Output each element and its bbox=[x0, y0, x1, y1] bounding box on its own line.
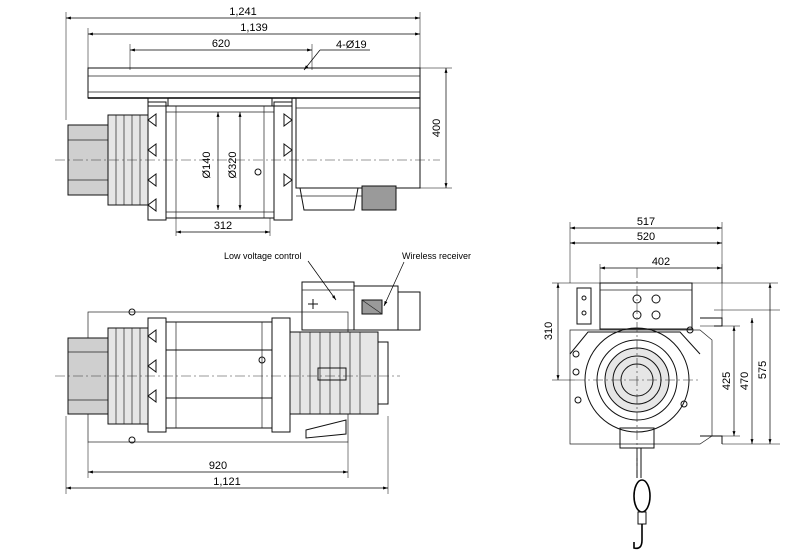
dim-overall-length: 1,241 bbox=[229, 6, 257, 18]
dim-side-470: 470 bbox=[739, 372, 751, 390]
dim-height: 400 bbox=[431, 119, 443, 137]
dim-rail-length: 1,139 bbox=[240, 22, 268, 34]
dim-side-width-frame: 520 bbox=[637, 231, 655, 243]
hook-eye bbox=[633, 479, 651, 513]
top-right-flange bbox=[273, 101, 293, 221]
dim-drum-width: 312 bbox=[214, 220, 232, 232]
side-view: 517 520 402 310 425 470 575 bbox=[543, 216, 780, 550]
dim-side-box-width: 402 bbox=[652, 256, 670, 268]
top-receiver bbox=[361, 185, 397, 211]
dim-overall-length-front: 1,121 bbox=[213, 476, 241, 488]
label-low-voltage-control: Low voltage control bbox=[224, 251, 302, 261]
dim-side-width-overall: 517 bbox=[637, 216, 655, 228]
dim-side-425: 425 bbox=[721, 372, 733, 390]
dim-holes: 4-Ø19 bbox=[336, 39, 367, 51]
hook bbox=[633, 524, 643, 550]
front-right-flange bbox=[271, 317, 291, 433]
top-drum bbox=[165, 105, 275, 219]
mounting-rail bbox=[87, 67, 421, 99]
top-left-flange bbox=[147, 101, 167, 221]
dim-drum-outer: Ø320 bbox=[227, 152, 239, 179]
dim-side-575: 575 bbox=[757, 361, 769, 379]
top-view: Ø140 Ø320 4-Ø19 1,241 1,139 bbox=[55, 6, 452, 236]
dim-drum-inner: Ø140 bbox=[201, 152, 213, 179]
front-drum bbox=[165, 321, 273, 429]
front-electric-motor bbox=[289, 331, 379, 415]
front-view: Low voltage control Wireless receiver 92… bbox=[55, 251, 471, 494]
dim-side-box-height: 310 bbox=[543, 322, 555, 340]
dim-base-length: 920 bbox=[209, 460, 227, 472]
label-wireless-receiver: Wireless receiver bbox=[402, 251, 471, 261]
top-control-box bbox=[295, 97, 421, 189]
dim-hole-spacing: 620 bbox=[212, 38, 230, 50]
front-left-flange bbox=[147, 317, 167, 433]
